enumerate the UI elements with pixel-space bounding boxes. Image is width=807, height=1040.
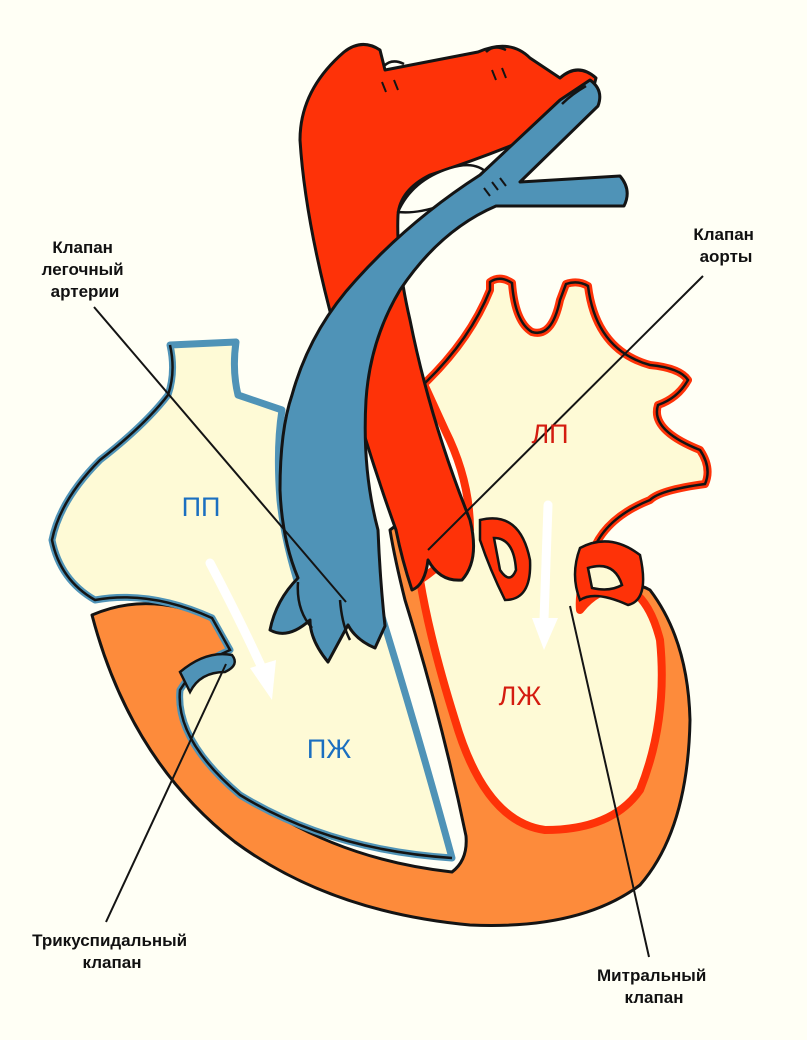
left-ventricle-label: ЛЖ: [499, 681, 542, 711]
right-atrium-outline: [50, 344, 453, 860]
tricuspid-valve-leader: [105, 663, 227, 923]
callout-leaders: [93, 275, 704, 958]
left-atrium-label: ЛП: [531, 419, 568, 449]
right-ventricle-label: ПЖ: [307, 734, 351, 764]
pulmonary-valve-label-line: легочный: [42, 260, 124, 279]
pulmonary-valve-label-line: артерии: [51, 282, 120, 301]
white-arrow-icon: [532, 500, 558, 650]
tricuspid-valve-label: Трикуспидальный клапан: [32, 931, 192, 972]
mitral-valve-leader: [569, 605, 650, 958]
mitral-valve-label-line: Митральный: [597, 966, 706, 985]
aortic-valve-label: Клапан аорты: [693, 225, 758, 266]
tricuspid-valve-label-line: Трикуспидальный: [32, 931, 187, 950]
pulmonary-valve-leader: [93, 306, 347, 603]
tricuspid-valve-leaflet: [178, 652, 237, 695]
aortic-valve-label-line: аорты: [700, 247, 753, 266]
pulmonary-valve-label: Клапан легочный артерии: [42, 238, 129, 301]
left-heart-outline: [423, 277, 709, 561]
pulmonary-valve-label-line: Клапан: [52, 238, 113, 257]
pulmonary-artery: [268, 78, 629, 664]
white-arrow-icon: [205, 558, 276, 700]
aortic-valve-leader: [427, 275, 704, 551]
tricuspid-valve-label-line: клапан: [83, 953, 142, 972]
mitral-valve-label-line: клапан: [625, 988, 684, 1007]
right-atrium-label: ПП: [182, 492, 221, 522]
aortic-valve-label-line: Клапан: [693, 225, 754, 244]
mitral-valve-leaflets: [478, 517, 645, 607]
mitral-valve-label: Митральный клапан: [597, 966, 711, 1007]
